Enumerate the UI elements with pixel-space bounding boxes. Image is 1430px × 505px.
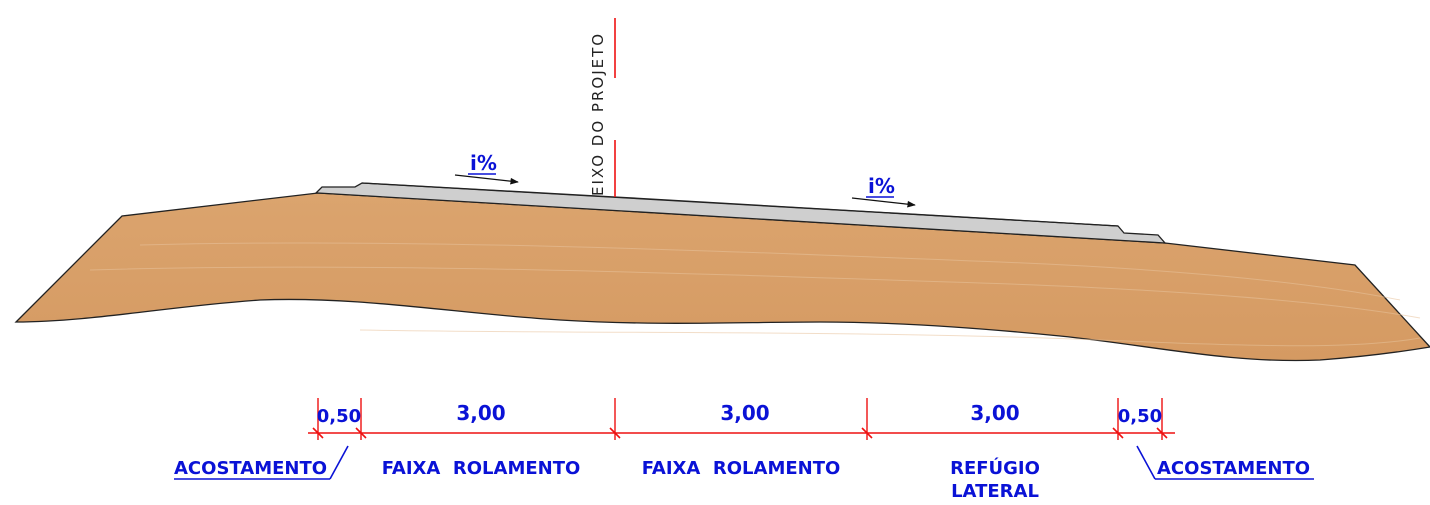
dimension-value: 3,00 <box>456 401 505 425</box>
slope-label: i% <box>470 151 497 175</box>
label-leader <box>329 445 349 480</box>
label-refugio-line2: LATERAL <box>951 481 1039 502</box>
dimension-value: 0,50 <box>1118 406 1162 427</box>
slope-indicator-right: i% <box>851 174 916 208</box>
terrain-texture <box>89 242 1421 347</box>
label-faixa-rolamento-2: FAIXA ROLAMENTO <box>642 458 841 479</box>
dimension-tick <box>312 427 324 439</box>
label-acostamento-right: ACOSTAMENTO <box>1157 458 1310 479</box>
terrain-embankment <box>14 192 1430 362</box>
dimension-tick <box>355 427 367 439</box>
dimension-tick <box>1112 427 1124 439</box>
label-leader <box>1136 445 1156 480</box>
project-axis-label: EIXO DO PROJETO <box>589 32 607 196</box>
dimension-value: 3,00 <box>720 401 769 425</box>
label-faixa-rolamento-1: FAIXA ROLAMENTO <box>382 458 581 479</box>
label-acostamento-left: ACOSTAMENTO <box>174 458 327 479</box>
slope-arrow-icon <box>454 174 519 185</box>
dimension-value: 0,50 <box>317 406 361 427</box>
dimension-tick <box>1156 427 1168 439</box>
slope-indicator-left: i% <box>454 151 519 185</box>
dimension-chain <box>308 398 1175 440</box>
slope-arrow-icon <box>851 197 916 208</box>
dimension-tick <box>861 427 873 439</box>
slope-label: i% <box>868 174 895 198</box>
dimension-value: 3,00 <box>970 401 1019 425</box>
dimension-tick <box>609 427 621 439</box>
label-refugio-line1: REFÚGIO <box>950 457 1040 479</box>
pavement-top-edge <box>361 182 1119 227</box>
